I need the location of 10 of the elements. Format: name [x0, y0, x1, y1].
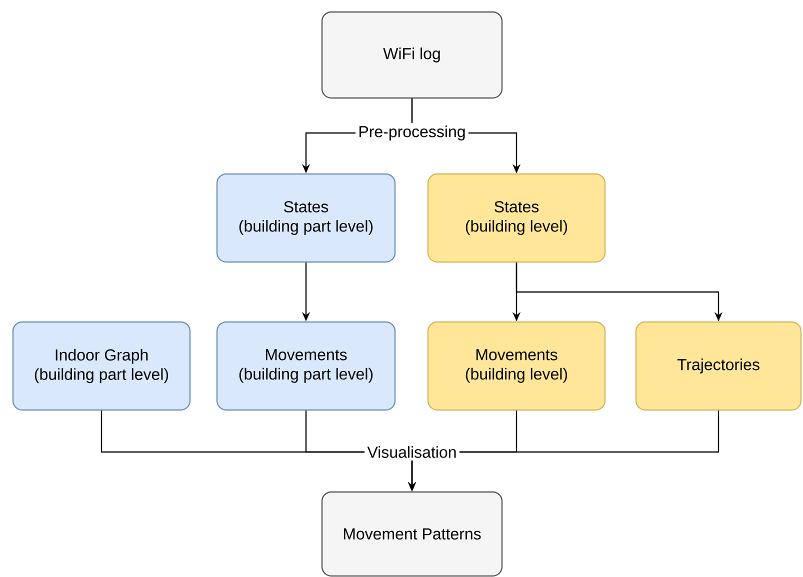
- process-box: States (building level): [427, 173, 606, 263]
- process-box: Indoor Graph (building part level): [12, 321, 191, 411]
- process-box: Movement Patterns: [321, 491, 503, 577]
- process-box: Movements (building level): [427, 321, 606, 411]
- edge-label: Visualisation: [364, 443, 460, 461]
- edge-label: Pre-processing: [356, 122, 468, 144]
- process-box: Movements (building part level): [216, 321, 396, 411]
- process-box: States (building part level): [216, 173, 396, 263]
- process-box: Trajectories: [635, 321, 802, 411]
- process-box: WiFi log: [321, 11, 503, 99]
